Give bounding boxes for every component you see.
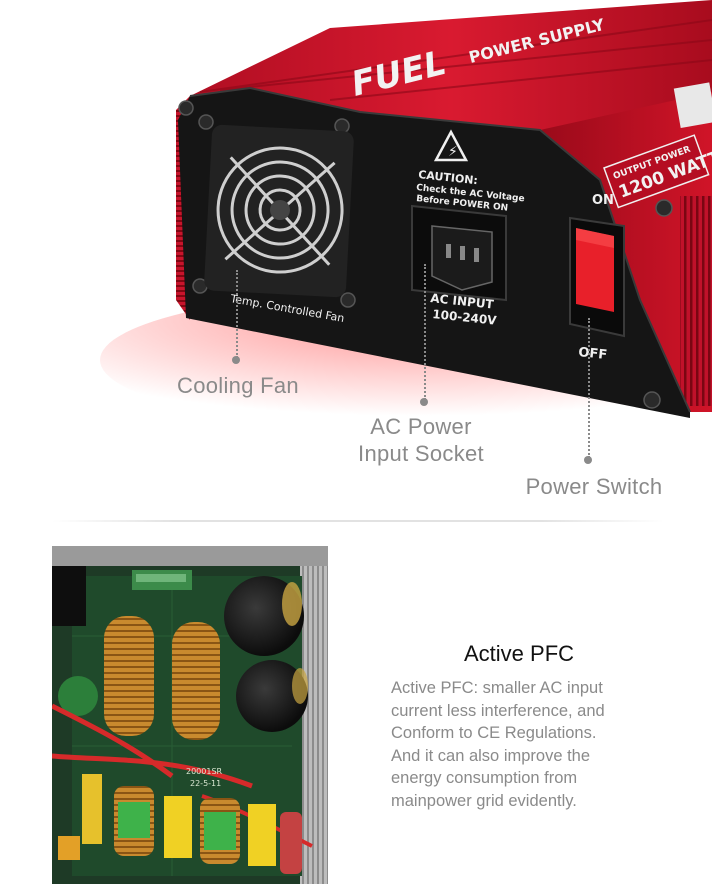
power-switch-pointer-dot — [584, 456, 592, 464]
pcb-photo: 20001SR 22-5-11 — [52, 546, 328, 884]
feature-line: Conform to CE Regulations. — [391, 724, 597, 742]
ac-input-socket — [411, 204, 507, 302]
board-marking-2: 22-5-11 — [190, 779, 221, 788]
switch-on-label: ON — [592, 193, 614, 208]
feature-title: Active PFC — [464, 641, 575, 666]
power-switch — [569, 216, 625, 338]
power-switch-callout: Power Switch — [525, 474, 663, 499]
ac-socket-pointer — [424, 264, 426, 400]
cooling-fan-callout: Cooling Fan — [177, 373, 299, 398]
cooling-fan — [204, 124, 354, 298]
feature-line: And it can also improve the — [391, 746, 591, 765]
feature-line: mainpower grid evidently. — [391, 791, 577, 810]
ac-input-label: AC INPUT — [430, 291, 495, 312]
ac-socket-pointer-dot — [420, 398, 428, 406]
board-marking-1: 20001SR — [186, 767, 223, 776]
caution-title: CAUTION: — [418, 168, 479, 187]
section-divider — [52, 520, 664, 522]
switch-off-label: OFF — [578, 345, 608, 363]
ac-power-callout-line2: Input Socket — [358, 441, 484, 466]
ac-input-range: 100-240V — [432, 307, 498, 328]
svg-text:⚡: ⚡ — [448, 144, 458, 160]
feature-line: energy consumption from — [391, 769, 578, 787]
cooling-fan-pointer-dot — [232, 356, 240, 364]
feature-line: current less interference, and — [391, 701, 605, 720]
power-supply-photo: FUEL POWER SUPPLY OUTPUT POWER 1200 WATT — [100, 0, 712, 430]
power-switch-pointer — [588, 318, 590, 458]
cooling-fan-pointer — [236, 270, 238, 358]
feature-line: Active PFC: smaller AC input — [391, 679, 603, 697]
feature-description: Active PFC: smaller AC input current les… — [391, 677, 661, 812]
ac-power-callout-line1: AC Power — [370, 414, 472, 439]
